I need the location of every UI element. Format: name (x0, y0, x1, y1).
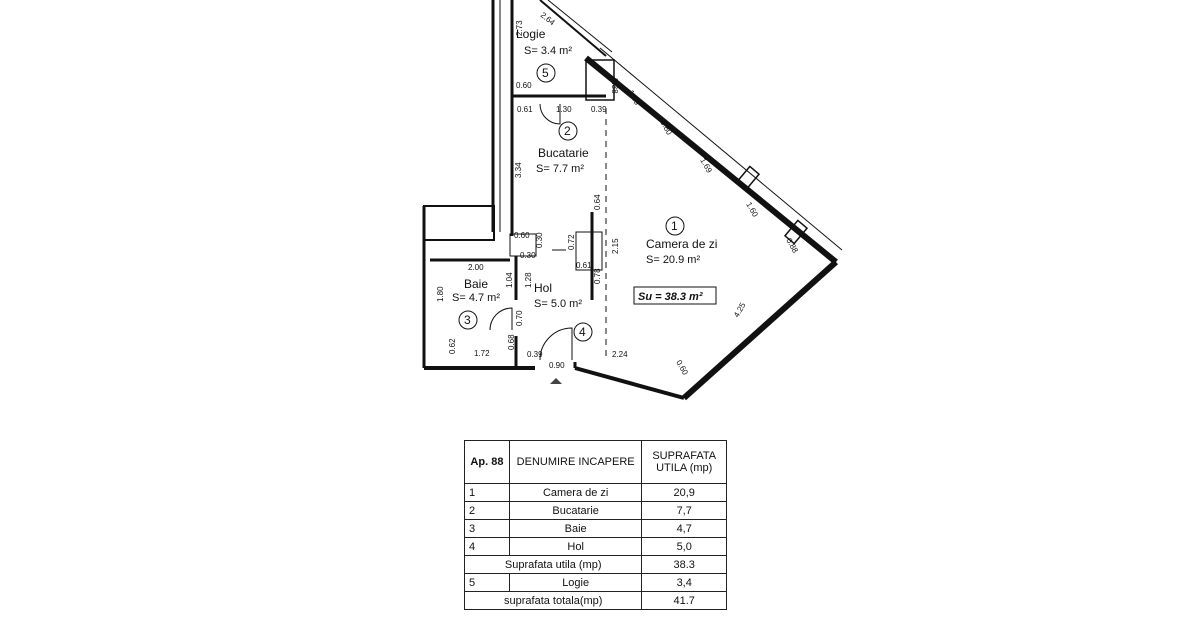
room-num-circle-2 (558, 121, 578, 141)
area-table: Ap. 88 DENUMIRE INCAPERE SUPRAFATA UTILA… (463, 440, 727, 610)
row-value: 3,4 (641, 573, 727, 592)
row-name: Camera de zi (508, 483, 643, 502)
room-number-4: 4 (579, 325, 586, 339)
row-value: 20,9 (641, 483, 727, 502)
row-name: Hol (508, 537, 643, 556)
dim-label: 0.60 (514, 231, 530, 240)
dim-label: 0.60 (674, 359, 690, 377)
dim-label: 0.80 (658, 119, 674, 137)
dim-label: 0.30 (520, 251, 536, 260)
room-area-bucatarie: S= 7.7 m² (536, 163, 584, 175)
room-name-hol: Hol (534, 281, 552, 295)
table-header-row: Ap. 88 DENUMIRE INCAPERE SUPRAFATA UTILA… (464, 440, 727, 484)
row-number: 2 (464, 501, 510, 520)
table-row: 4 Hol 5,0 (464, 537, 727, 556)
dim-label: 1.60 (744, 201, 760, 219)
door-swings (489, 103, 573, 361)
row-name: Bucatarie (508, 501, 643, 520)
row-name: Logie (508, 573, 643, 592)
table-row: 2 Bucatarie 7,7 (464, 501, 727, 520)
dim-label: 0.78 (593, 268, 602, 284)
dim-label: 0.70 (515, 310, 524, 326)
total-label: suprafata totala(mp) (463, 591, 643, 610)
dim-label: 0.30 (535, 232, 544, 248)
dim-label: 2.24 (612, 350, 628, 359)
dim-label: 0.64 (593, 194, 602, 210)
dim-label: 0.90 (549, 361, 565, 370)
row-number: 4 (464, 537, 510, 556)
room-area-hol: S= 5.0 m² (534, 298, 582, 310)
room-name-baie: Baie (464, 277, 488, 291)
dim-label: 1.04 (505, 272, 514, 288)
dim-label: 1.30 (556, 105, 572, 114)
row-value: 7,7 (641, 501, 727, 520)
floor-plan: Logie S= 3.4 m² 5 2 Bucatarie S= 7.7 m² … (422, 0, 843, 401)
dim-label: 1.80 (436, 286, 445, 302)
room-num-circle-3 (458, 310, 478, 330)
entry-marker (550, 378, 562, 384)
row-name: Baie (508, 519, 643, 538)
room-area-logie: S= 3.4 m² (524, 45, 572, 57)
row-number: 5 (464, 573, 510, 592)
table-row: 5 Logie 3,4 (464, 573, 727, 592)
dim-label: 0.61 (517, 105, 533, 114)
header-area: SUPRAFATA UTILA (mp) (641, 440, 727, 484)
row-value: 5,0 (641, 537, 727, 556)
dim-label: 2.00 (468, 263, 484, 272)
row-value: 4,7 (641, 519, 727, 538)
room-name-bucatarie: Bucatarie (538, 146, 589, 160)
dim-label: 0.62 (448, 338, 457, 354)
total-value: 41.7 (641, 591, 727, 610)
room-number-5: 5 (542, 66, 549, 80)
room-num-circle-4 (573, 322, 593, 342)
header-area-line1: SUPRAFATA (652, 450, 717, 462)
dim-label: 3.34 (514, 162, 523, 178)
row-number: 3 (464, 519, 510, 538)
dim-label: 4.25 (732, 301, 748, 319)
dim-label: 2.73 (515, 20, 524, 36)
dim-label: 0.72 (567, 234, 576, 250)
dimension-labels: 2.64 2.73 0.60 0.61 1.30 0.39 0.38 1.35 … (436, 10, 800, 376)
room-number-1: 1 (671, 219, 678, 233)
room-area-camera: S= 20.9 m² (646, 254, 700, 266)
room-num-circle-5 (536, 63, 556, 83)
dim-label: 0.38 (610, 78, 619, 94)
table-row: 1 Camera de zi 20,9 (464, 483, 727, 502)
header-ap: Ap. 88 (464, 440, 510, 484)
dim-label: 0.39 (591, 105, 607, 114)
dim-label: 0.61 (576, 261, 592, 270)
useful-label: Suprafata utila (mp) (463, 555, 643, 574)
table-row: 3 Baie 4,7 (464, 519, 727, 538)
header-name: DENUMIRE INCAPERE (508, 440, 643, 484)
row-number: 1 (464, 483, 510, 502)
walls (422, 0, 843, 401)
dim-label: 1.28 (524, 272, 533, 288)
dim-label: 1.72 (474, 349, 490, 358)
room-name-logie: Logie (516, 27, 546, 41)
total-area-box (633, 286, 717, 305)
room-number-3: 3 (464, 313, 471, 327)
table-row-total: suprafata totala(mp) 41.7 (463, 591, 727, 610)
dim-label: 0.60 (516, 81, 532, 90)
dim-label: 0.39 (527, 350, 543, 359)
header-area-line2: UTILA (mp) (656, 462, 713, 474)
dim-label: 0.68 (507, 334, 516, 350)
dim-label: 2.15 (611, 238, 620, 254)
room-number-2: 2 (564, 124, 571, 138)
room-area-baie: S= 4.7 m² (452, 292, 500, 304)
useful-value: 38.3 (641, 555, 727, 574)
table-row-useful: Suprafata utila (mp) 38.3 (463, 555, 727, 574)
room-num-circle-1 (665, 216, 685, 236)
total-useful-area: Su = 38.3 m² (638, 291, 703, 303)
room-name-camera: Camera de zi (646, 237, 717, 251)
